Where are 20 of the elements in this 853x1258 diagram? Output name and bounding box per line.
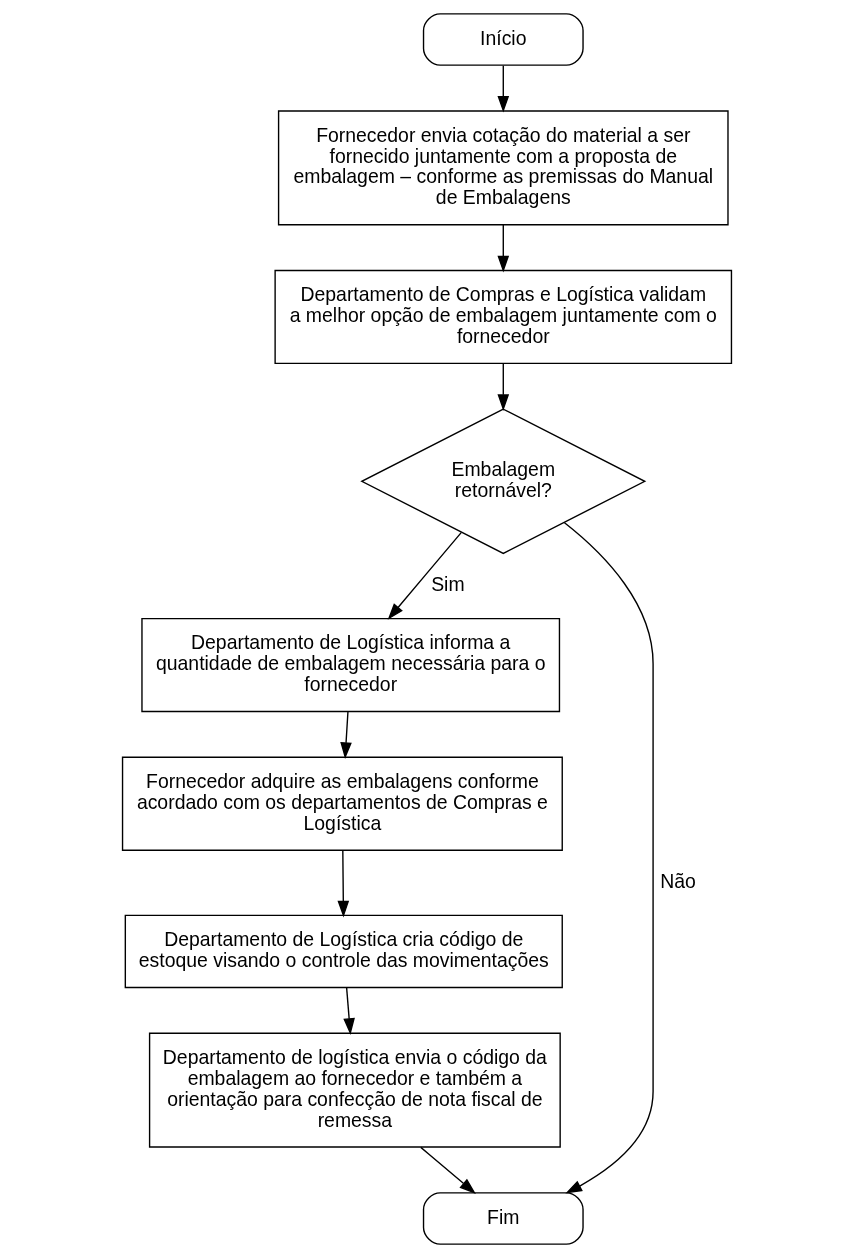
edge-label: Sim	[430, 573, 465, 596]
arrow	[387, 531, 462, 620]
arrow	[496, 65, 509, 113]
node-box: Departamento de logística envia o código da embalagem ao fornecedor e também a orientação para confecção de nota fiscal de remessa	[148, 1032, 561, 1148]
node-box: Fim	[422, 1192, 584, 1245]
node-box: Departamento de Logística informa a quantidade de embalagem necessária para o fornecedor	[140, 617, 560, 713]
arrow	[496, 224, 509, 273]
arrow	[496, 363, 509, 411]
arrow	[336, 849, 349, 918]
node-diamond: Embalagem retornável?	[359, 408, 646, 555]
edge-label: Não	[659, 869, 696, 892]
arrow	[339, 711, 352, 759]
node-box: Fornecedor envia cotação do material a ser fornecido juntamente com a proposta de embalagem – conforme as premissas do Manual de Embalagens	[277, 110, 729, 226]
arrow	[419, 1146, 476, 1194]
node-box: Departamento de Compras e Logística validam a melhor opção de embalagem juntamente com o fornecedor	[273, 269, 732, 365]
arrow	[563, 521, 654, 1194]
node-box: Início	[422, 13, 584, 66]
node-box: Fornecedor adquire as embalagens conforme acordado com os departamentos de Compras e Logística	[121, 756, 563, 851]
node-box: Departamento de Logística cria código de estoque visando o controle das movimentações	[124, 914, 563, 989]
arrow	[342, 987, 355, 1035]
